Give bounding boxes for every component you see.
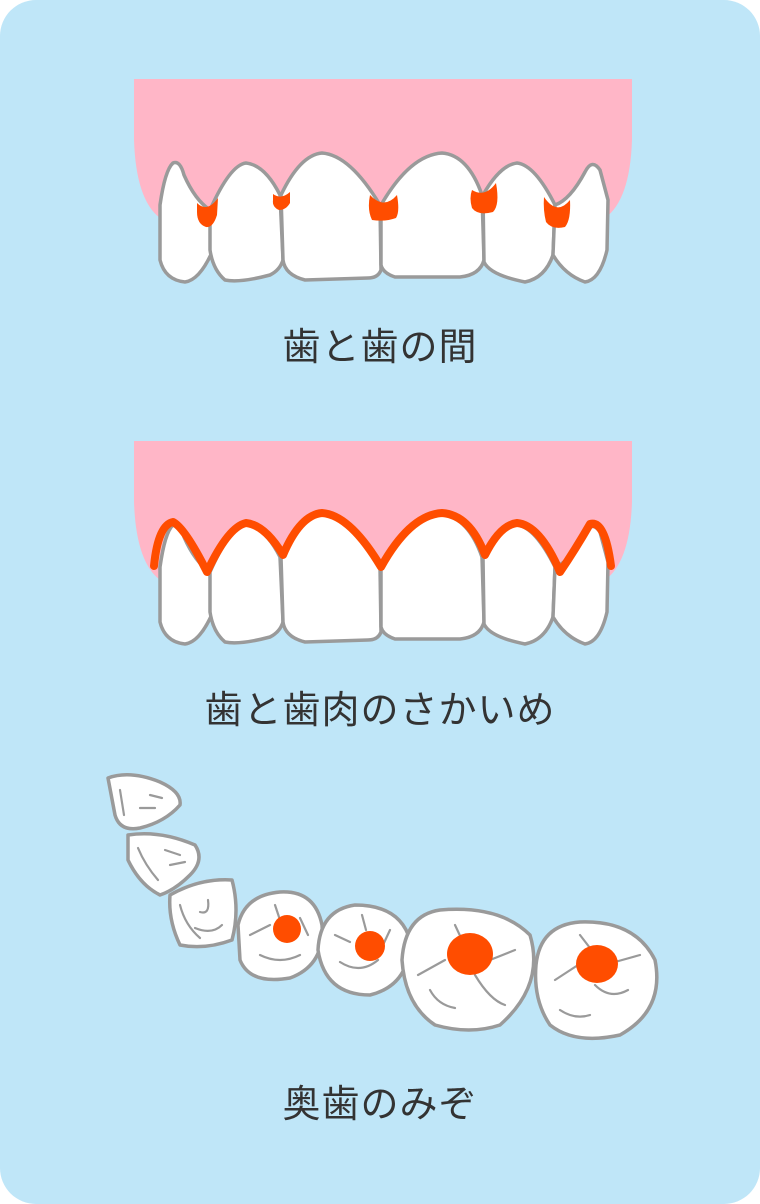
label-molar-grooves: 奥歯のみぞ bbox=[282, 1082, 478, 1126]
front-teeth-interdental bbox=[132, 77, 634, 284]
plaque-spots bbox=[197, 183, 571, 228]
label-between-teeth: 歯と歯の間 bbox=[282, 325, 478, 369]
plaque-grooves bbox=[273, 915, 618, 983]
front-teeth-gumline bbox=[132, 439, 634, 646]
back-teeth bbox=[106, 773, 659, 1041]
label-gumline: 歯と歯肉のさかいめ bbox=[204, 688, 556, 732]
plaque-gumline bbox=[150, 509, 615, 576]
